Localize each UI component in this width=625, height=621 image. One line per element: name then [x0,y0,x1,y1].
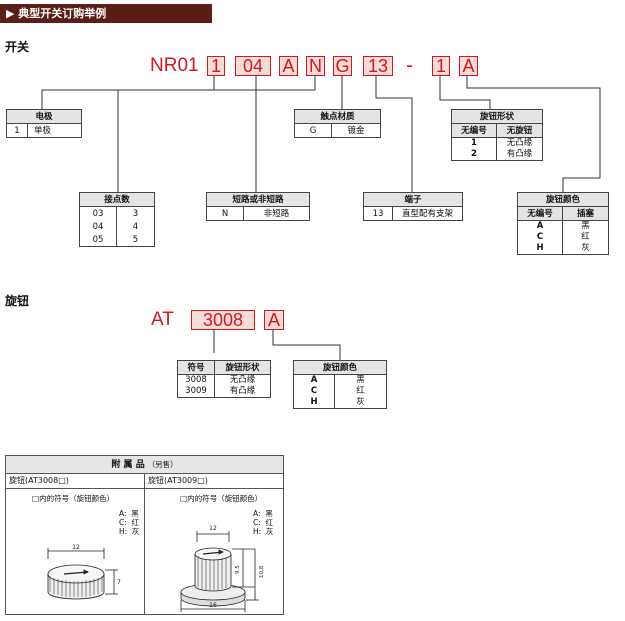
switch-section-label: 开关 [5,40,30,54]
code-box-poles: 1 [207,56,225,76]
code-box-knob-shape: 1 [432,56,450,76]
knob-shape-codes: 1 2 [451,137,497,161]
code-box-knob-model: 3008 [191,310,255,330]
section-header-bar: ▶ 典型开关订购举例 [0,4,212,23]
code-box-knob-color: A [459,56,478,76]
accessories-title-bar: 附 属 品 （另售） [6,456,283,474]
terminal-code: 13 [363,206,393,221]
knob-color2-header: 旋钮颜色 [293,360,387,375]
accessories-title: 附 属 品 [111,460,145,470]
code-box-knob-color2: A [264,310,284,330]
switch-prefix: NR01 [150,55,199,76]
accessories-note: （另售） [147,460,178,469]
dim-right-base: 16 [209,602,217,609]
accessory-right: 旋钮(AT3009□) □内的符号（旋钮颜色） A: 黑 C: 红 H: 灰 [145,474,283,614]
knob-drawing-right: 12 9.5 10.8 16 [180,525,265,612]
knob-color2-names: 黑 红 灰 [334,374,387,409]
knob-section-label: 旋钮 [5,294,30,308]
dim-left-height: 7 [117,579,121,586]
symbol-note-right: □内的符号（旋钮颜色） [180,494,263,503]
dim-right-h2: 10.8 [259,565,265,578]
contact-material-code: G [294,123,332,138]
knob-shape-col1: 无编号 [451,123,497,138]
terminal-header: 端子 [363,192,463,207]
poles-value: 单极 [27,123,82,138]
knob-color-header: 旋钮颜色 [517,192,609,207]
code-box-material: G [333,56,352,76]
poles-code: 1 [6,123,28,138]
knob-shape-col2: 无旋钮 [496,123,543,138]
accessory-left-header: 旋钮(AT3008□) [6,474,144,489]
knob-shape-header: 旋钮形状 [451,109,543,124]
accessory-left: 旋钮(AT3008□) □内的符号（旋钮颜色） A: 黑 C: 红 H: 灰 1… [6,474,145,614]
accessory-right-header: 旋钮(AT3009□) [145,474,283,489]
dim-right-width: 12 [209,525,217,532]
color-legend-right: A: 黑 C: 红 H: 灰 [253,509,274,536]
code-box-shorting: N [306,56,325,76]
poles-header: 电极 [6,109,82,124]
contacts-value: 5 [116,233,155,247]
terminal-value: 直型配有支架 [392,206,463,221]
shorting-code: N [206,206,244,221]
contacts-header: 接点数 [79,192,155,207]
contact-material-value: 镀金 [331,123,381,138]
code-box-option-a: A [279,56,298,76]
contacts-code: 05 [79,233,117,247]
contacts-code: 04 [79,220,117,233]
dim-right-h1: 9.5 [235,565,241,574]
knob-color2-codes: A C H [293,374,335,409]
knob-shape2-codes: 3008 3009 [177,374,215,398]
shorting-header: 短路或非短路 [206,192,310,207]
poles-table: 电极 1 单极 [6,109,82,138]
color-legend-left: A: 黑 C: 红 H: 灰 [119,509,140,536]
contact-material-header: 触点材质 [294,109,381,124]
knob-shape2-col2: 旋钮形状 [214,360,271,375]
code-box-contacts: 04 [235,56,271,76]
contacts-code: 03 [79,206,117,220]
table-row: 1 单极 [6,123,82,138]
knob-prefix: AT [151,309,174,330]
code-dash: - [406,53,414,77]
knob-shape2-names: 无凸缘 有凸缘 [214,374,271,398]
knob-drawing-left: 12 7 [47,544,121,600]
contacts-value: 4 [116,220,155,233]
knob-color-col2: 插塞 [562,206,609,221]
contacts-value: 3 [116,206,155,220]
knob-color-col1: 无编号 [517,206,563,221]
accessories-panel: 附 属 品 （另售） 旋钮(AT3008□) □内的符号（旋钮颜色） A: 黑 … [5,455,284,615]
knob-color-codes: A C H [517,220,563,255]
shorting-value: 非短路 [243,206,310,221]
symbol-note-left: □内的符号（旋钮颜色） [32,494,115,503]
dim-left-width: 12 [72,544,80,551]
knob-color-names: 黑 红 灰 [562,220,609,255]
knob-shape2-col1: 符号 [177,360,215,375]
code-box-terminal: 13 [363,56,393,76]
knob-shape-names: 无凸缘 有凸缘 [496,137,543,161]
